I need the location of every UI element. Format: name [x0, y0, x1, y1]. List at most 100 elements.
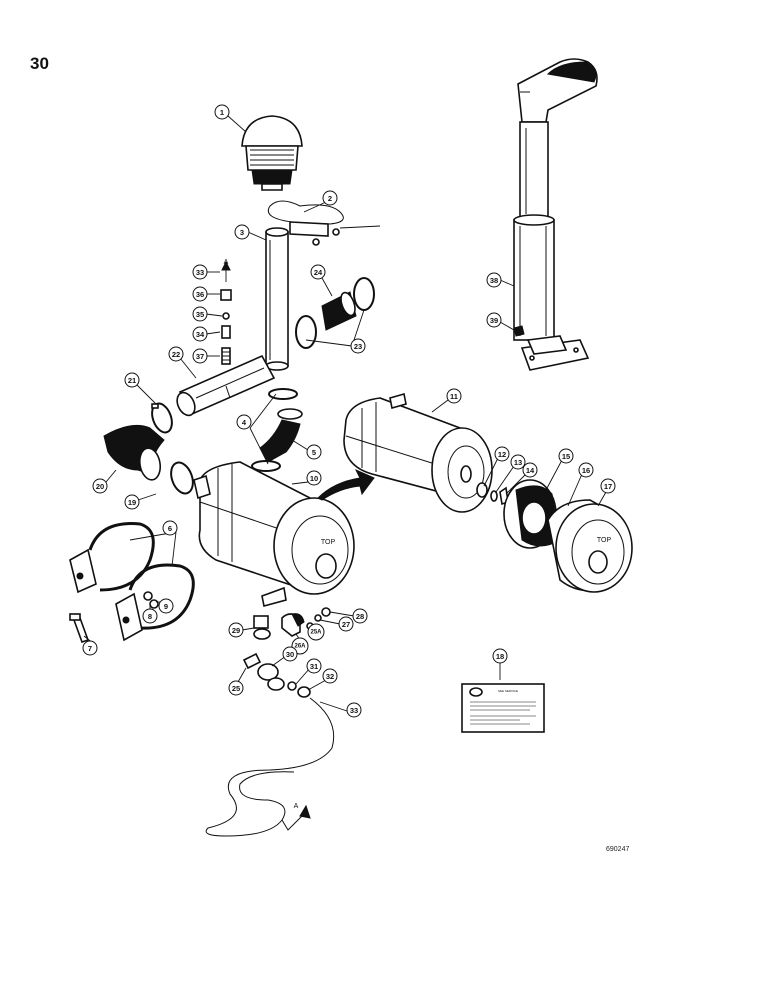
leader-line: [291, 481, 309, 485]
callout-c8: 8: [142, 608, 158, 624]
leader-line: [305, 339, 353, 347]
callout-c20: 20: [92, 478, 108, 494]
connecting-hose: [251, 388, 303, 472]
callout-circle: [322, 190, 338, 206]
callout-c17: 17: [600, 478, 616, 494]
callout-label: 36: [196, 290, 204, 299]
callout-c30: 30: [282, 646, 298, 662]
callout-circle: [558, 448, 574, 464]
callout-c3: 3: [234, 224, 250, 240]
leader-line: [249, 393, 277, 429]
callout-label: 16: [582, 466, 590, 475]
callout-c5: 5: [306, 444, 322, 460]
callout-label: 14: [526, 466, 535, 475]
callout-circle: [310, 264, 326, 280]
callout-circle: [346, 702, 362, 718]
exhaust-pipe: [519, 121, 549, 221]
service-decal: SEE SERVICE: [461, 683, 545, 733]
callout-circle: [92, 478, 108, 494]
callout-label: 30: [286, 650, 294, 659]
callout-label: 33: [196, 268, 204, 277]
air-cleaner-body: TOP: [193, 461, 355, 607]
callout-label: 7: [88, 644, 92, 653]
air-cleaner-assembly: [343, 392, 493, 513]
callout-c7: 7: [82, 640, 98, 656]
leader-line: [249, 427, 269, 465]
callout-label: 6: [168, 524, 172, 533]
leader-line: [171, 531, 177, 567]
pipe-bushing: [295, 277, 375, 349]
leader-line: [329, 611, 355, 617]
arrow-letter-a-top: A: [224, 259, 229, 266]
callout-circle: [510, 454, 526, 470]
callout-label: 21: [128, 376, 136, 385]
callout-label: 5: [312, 448, 316, 457]
leader-line: [567, 473, 583, 507]
callout-circle: [142, 608, 158, 624]
hose-clamp-upper: [151, 402, 173, 434]
band-bolt: [69, 613, 90, 644]
callout-circle: [236, 414, 252, 430]
callout-c18: 18: [492, 648, 508, 664]
callout-label: 39: [490, 316, 498, 325]
precleaner-cap: [241, 115, 303, 191]
callout-label: 24: [314, 268, 323, 277]
callout-c16: 16: [578, 462, 594, 478]
callout-c33a: 33: [192, 264, 208, 280]
callout-c32: 32: [322, 668, 338, 684]
indicator-hardware: [306, 607, 331, 630]
leader-line: [303, 201, 327, 213]
callout-circle: [446, 388, 462, 404]
callout-label: 2: [328, 194, 332, 203]
figure-id: 690247: [606, 846, 630, 853]
leader-line: [105, 469, 117, 483]
callout-c25: 25: [228, 680, 244, 696]
muffler-base: [520, 335, 590, 371]
callout-c34: 34: [192, 326, 208, 342]
callout-c14: 14: [522, 462, 538, 478]
leader-line: [319, 701, 351, 713]
callout-label: 4: [242, 418, 247, 427]
callout-circle: [352, 608, 368, 624]
callout-circle: [168, 346, 184, 362]
callout-circle: [486, 312, 502, 328]
callout-circle: [522, 462, 538, 478]
callout-circle: [124, 372, 140, 388]
callout-c38: 38: [486, 272, 502, 288]
callout-label: 25A: [310, 630, 322, 636]
callout-circle: [306, 658, 322, 674]
callout-circle: [350, 338, 366, 354]
callout-label: 12: [498, 450, 506, 459]
exhaust-elbow: [517, 58, 598, 123]
callout-label: 1: [220, 108, 224, 117]
callout-label: 13: [514, 458, 522, 467]
callout-circle: [492, 648, 508, 664]
band-nuts: [143, 591, 159, 609]
leader-line: [205, 331, 221, 335]
banjo-fitting: [242, 652, 311, 698]
callout-c39: 39: [486, 312, 502, 328]
leader-line: [495, 465, 515, 493]
arrow-letter-a-bottom: A: [294, 803, 299, 810]
callout-c9: 9: [158, 598, 174, 614]
elbow-tube: [176, 354, 276, 417]
callout-circle: [494, 446, 510, 462]
leader-line: [291, 439, 309, 451]
leader-line: [483, 457, 499, 487]
callout-label: 27: [342, 620, 350, 629]
leader-line: [499, 321, 515, 331]
leader-line: [499, 279, 515, 287]
leader-line: [241, 627, 255, 631]
callout-c15: 15: [558, 448, 574, 464]
callout-c23: 23: [350, 338, 366, 354]
restriction-indicator-fittings: [220, 260, 232, 365]
callout-label: 11: [450, 392, 458, 401]
callout-circle: [578, 462, 594, 478]
callout-label: 33: [350, 706, 358, 715]
callout-label: 35: [196, 310, 204, 319]
indicator-clip: [281, 613, 305, 637]
callout-label: 22: [172, 350, 180, 359]
filter-element: [503, 479, 561, 549]
callout-label: 9: [164, 602, 168, 611]
callout-c36: 36: [192, 286, 208, 302]
